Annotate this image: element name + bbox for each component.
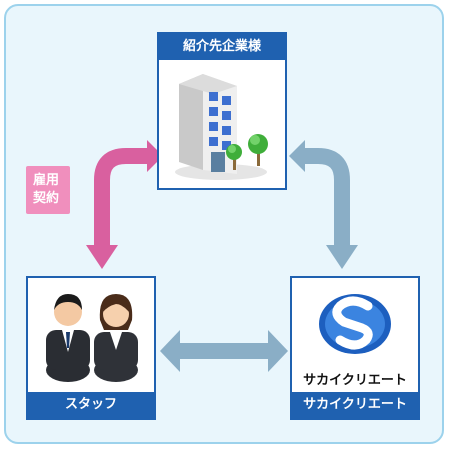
contract-line-2: 契約 [33, 191, 60, 206]
blue-double-arrow-right [289, 140, 358, 269]
sakai-create-logo: サカイクリエート [303, 294, 407, 388]
sakai-create-title: サカイクリエート [292, 392, 418, 418]
arrowhead-right [147, 140, 163, 172]
arrowhead-left [289, 140, 305, 172]
logo-wordmark: サカイクリエート [303, 373, 407, 388]
company-title: 紹介先企業様 [159, 34, 285, 60]
pink-double-arrow [86, 140, 163, 269]
arrowhead-left [160, 330, 180, 372]
office-building-icon [175, 74, 268, 180]
contract-line-1: 雇用 [33, 173, 60, 188]
company-card: 紹介先企業様 [157, 32, 287, 190]
arrowhead-right [268, 330, 288, 372]
blue-double-arrow-bottom [160, 330, 288, 372]
arrowhead-down [86, 245, 118, 269]
sakai-create-card: サカイクリエート サカイクリエート [290, 276, 420, 420]
employment-contract-label: 雇用 契約 [26, 166, 70, 214]
arrowhead-down [326, 245, 358, 269]
staff-title: スタッフ [28, 392, 154, 418]
staff-people-icon [46, 294, 138, 382]
staff-card: スタッフ [26, 276, 156, 420]
